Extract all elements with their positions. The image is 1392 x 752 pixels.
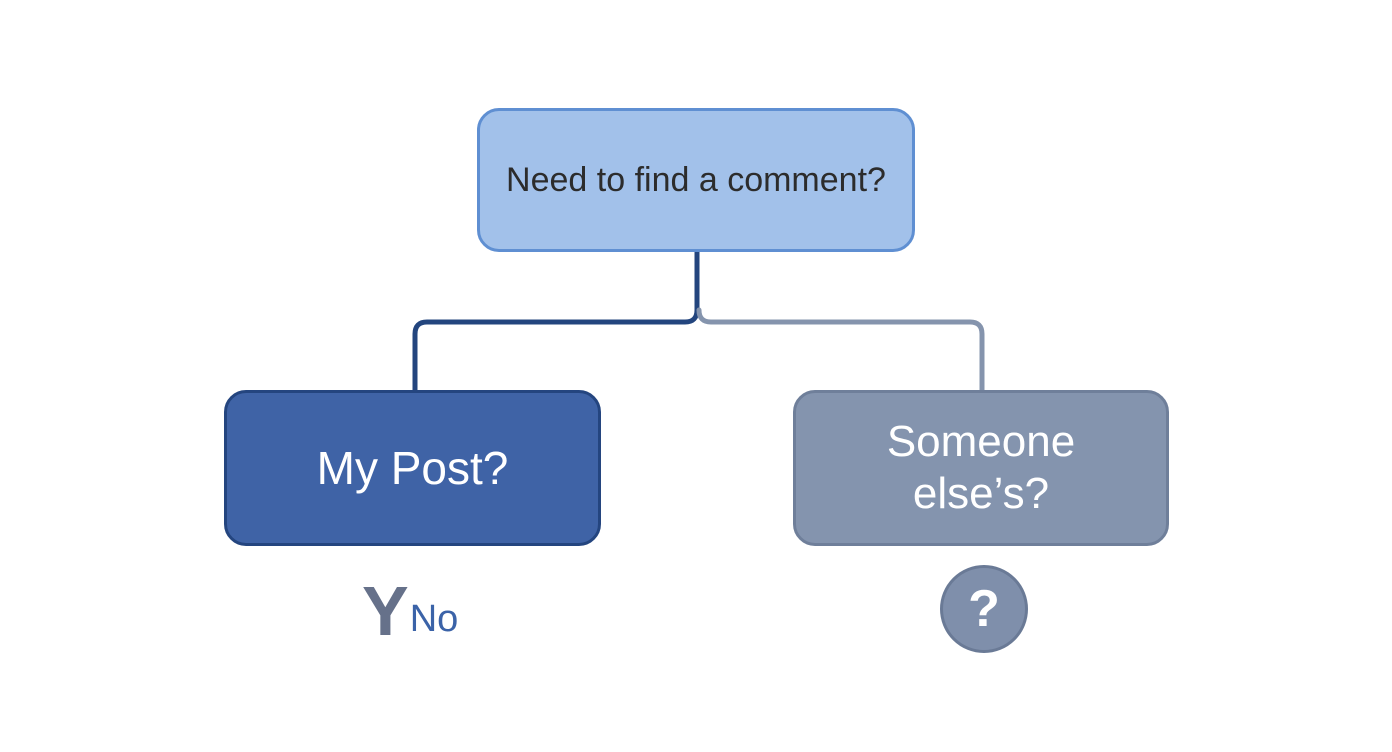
connector-root-to-right bbox=[696, 307, 985, 393]
yes-no-marker: Y No bbox=[362, 572, 459, 650]
someone-elses-box: Someone else’s? bbox=[793, 390, 1169, 546]
my-post-box: My Post? bbox=[224, 390, 601, 546]
my-post-label: My Post? bbox=[316, 442, 509, 494]
root-question-box: Need to find a comment? bbox=[477, 108, 915, 252]
question-mark-symbol: ? bbox=[968, 580, 1000, 638]
question-mark-icon: ? bbox=[940, 565, 1028, 653]
y-letter: Y bbox=[362, 572, 409, 650]
root-question-label: Need to find a comment? bbox=[506, 160, 886, 199]
someone-elses-label: Someone else’s? bbox=[886, 417, 1076, 518]
no-label: No bbox=[409, 598, 459, 640]
connector-root-to-left bbox=[412, 249, 700, 393]
